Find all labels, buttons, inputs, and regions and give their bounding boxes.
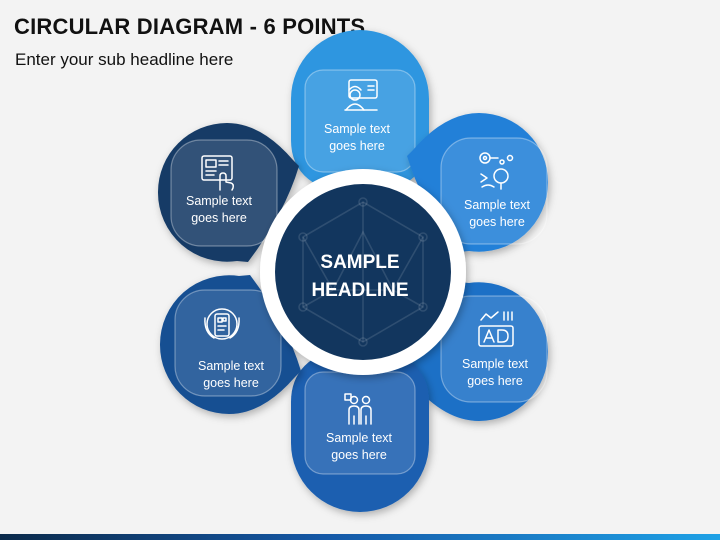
petal-top-right-text-line2: goes here [469, 215, 525, 229]
page-title: CIRCULAR DIAGRAM - 6 POINTS [14, 14, 366, 39]
petal-top[interactable]: Sample text goes here [291, 30, 429, 196]
petal-top-right-text-line1: Sample text [464, 198, 531, 212]
center-hub-disc [275, 184, 451, 360]
petal-top-right-inner [440, 137, 548, 245]
petal-bottom-text-line2: goes here [331, 448, 387, 462]
petal-top-shape [291, 30, 429, 196]
advertising-icon [478, 311, 514, 347]
petal-bottom-left[interactable]: Sample text goes here [159, 275, 301, 414]
center-headline-line2: HEADLINE [311, 280, 408, 301]
petal-bottom-left-inner [174, 289, 282, 397]
workflow-icon [479, 152, 514, 190]
petal-bottom-right-text-line1: Sample text [462, 357, 529, 371]
petal-top-left[interactable]: Sample text goes here [157, 123, 299, 262]
petal-bottom-text-line1: Sample text [326, 431, 393, 445]
petal-bottom[interactable]: Sample text goes here [291, 344, 429, 512]
petal-top-left-shape [157, 123, 299, 262]
petal-bottom-left-text-line2: goes here [203, 376, 259, 390]
petal-top-left-inner [170, 139, 278, 247]
petal-top-inner [304, 69, 416, 173]
petal-bottom-left-text-line1: Sample text [198, 359, 265, 373]
news-touch-icon [201, 155, 234, 191]
center-headline-line1: SAMPLE [320, 252, 399, 273]
center-hub[interactable]: SAMPLE HEADLINE [260, 169, 466, 375]
team-meeting-icon [344, 393, 372, 425]
petal-top-left-text-line1: Sample text [186, 194, 253, 208]
petal-bottom-left-shape [159, 275, 301, 414]
petal-top-text-line2: goes here [329, 139, 385, 153]
petal-top-text-line1: Sample text [324, 122, 391, 136]
online-support-icon [344, 79, 378, 111]
page-subtitle: Enter your sub headline here [15, 50, 234, 69]
network-polyhedron-icon [298, 197, 428, 347]
petal-bottom-shape [291, 344, 429, 512]
petal-bottom-right-inner [440, 295, 548, 403]
petal-bottom-right-text-line2: goes here [467, 374, 523, 388]
footer-accent-bar [0, 534, 720, 540]
mobile-app-hands-icon [204, 308, 240, 340]
petal-top-left-text-line2: goes here [191, 211, 247, 225]
